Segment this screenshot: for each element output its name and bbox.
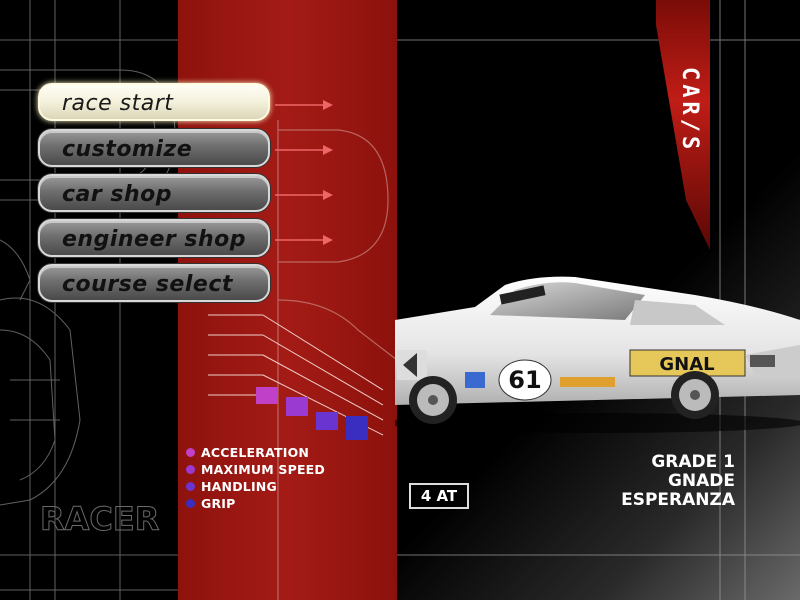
transmission-badge: 4 AT (409, 483, 469, 509)
stat-acceleration-label: ACCELERATION (201, 444, 310, 460)
menu-course-select-label: course select (62, 272, 233, 297)
menu-course-select-button[interactable]: course select (38, 264, 270, 302)
menu-engineer-shop-label: engineer shop (62, 227, 247, 252)
menu-car-shop-button[interactable]: car shop (38, 174, 270, 212)
menu-car-shop-label: car shop (62, 182, 173, 207)
svg-text:RACER: RACER (40, 500, 159, 538)
race-car-image: 61 GNAL (395, 276, 800, 433)
stat-bar-2 (316, 412, 338, 430)
car-number: 61 (508, 366, 541, 394)
stat-dot (186, 464, 195, 474)
stat-dot (186, 481, 195, 491)
menu-customize-button[interactable]: customize (38, 129, 270, 167)
car-maker: GNADE (667, 471, 735, 491)
stat-grip-label: GRIP (201, 495, 236, 511)
stat-handling-label: HANDLING (201, 478, 277, 494)
stats-graph (208, 314, 384, 440)
menu-race-start-button[interactable]: race start (38, 83, 270, 121)
menu-customize-label: customize (62, 137, 193, 162)
car-sponsor-text: GNAL (659, 354, 714, 375)
stat-maximum-speed-label: MAXIMUM SPEED (201, 461, 325, 477)
stat-acceleration: ACCELERATION (186, 444, 309, 460)
stat-bar-0 (256, 387, 278, 404)
stat-grip: GRIP (186, 495, 236, 511)
stat-bar-3 (346, 416, 368, 440)
stat-handling: HANDLING (186, 478, 277, 494)
menu-engineer-shop-button[interactable]: engineer shop (38, 219, 270, 257)
stat-maximum-speed: MAXIMUM SPEED (186, 461, 325, 477)
cars-tag-label: CAR/S (677, 66, 702, 154)
stat-dot (186, 447, 195, 457)
arrow-right-icon (275, 190, 333, 200)
menu-race-start-label: race start (62, 91, 174, 116)
panel-outline-art (277, 120, 397, 600)
arrow-right-icon (275, 100, 333, 110)
stat-dot (186, 498, 195, 508)
arrow-right-icon (275, 235, 333, 245)
car-model: ESPERANZA (621, 490, 735, 510)
stat-bar-1 (286, 397, 308, 416)
car-grade: GRADE 1 (651, 452, 735, 472)
arrow-right-icon (275, 145, 333, 155)
